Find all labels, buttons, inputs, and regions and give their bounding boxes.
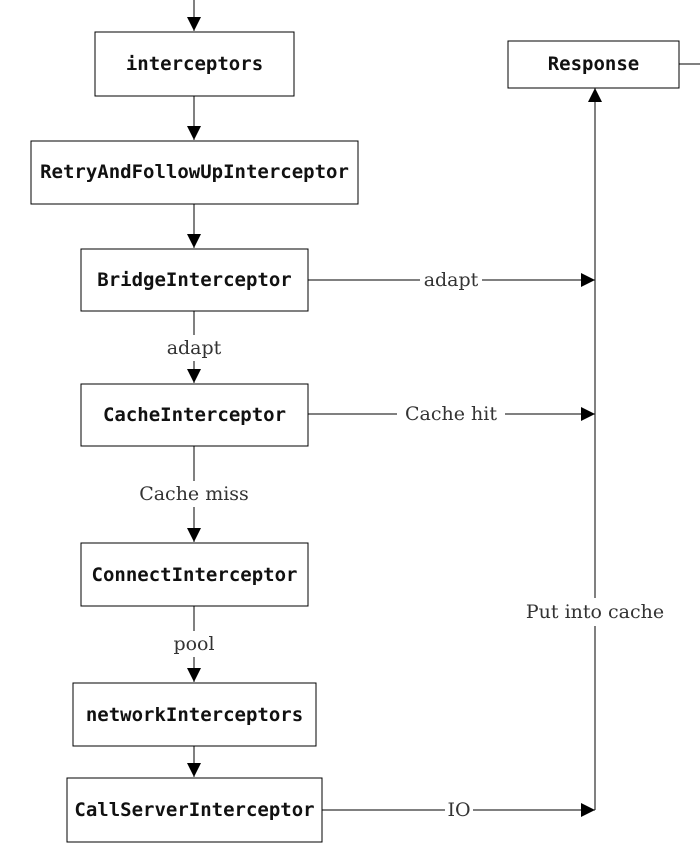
label-callserver-to-response: IO: [445, 798, 473, 822]
node-call-server-interceptor: CallServerInterceptor: [66, 777, 323, 843]
svg-text:interceptors: interceptors: [126, 53, 263, 75]
svg-text:adapt: adapt: [167, 337, 222, 359]
svg-text:Cache hit: Cache hit: [405, 403, 497, 425]
svg-text:networkInterceptors: networkInterceptors: [86, 704, 303, 726]
label-connect-to-network: pool: [166, 631, 222, 657]
node-retry-and-follow-up-interceptor: RetryAndFollowUpInterceptor: [30, 140, 359, 205]
svg-text:ConnectInterceptor: ConnectInterceptor: [92, 564, 298, 586]
node-bridge-interceptor: BridgeInterceptor: [80, 248, 309, 312]
svg-text:BridgeInterceptor: BridgeInterceptor: [97, 269, 291, 291]
label-bridge-to-cache: adapt: [160, 335, 228, 361]
svg-text:Response: Response: [548, 53, 640, 75]
label-cache-to-response: Cache hit: [397, 402, 505, 426]
svg-text:Cache miss: Cache miss: [139, 483, 249, 505]
node-connect-interceptor: ConnectInterceptor: [80, 542, 309, 607]
svg-text:Put into cache: Put into cache: [526, 601, 664, 623]
label-bridge-to-response: adapt: [420, 268, 482, 292]
svg-text:IO: IO: [447, 799, 470, 821]
svg-text:CallServerInterceptor: CallServerInterceptor: [74, 799, 314, 821]
node-cache-interceptor: CacheInterceptor: [80, 383, 309, 447]
node-interceptors: interceptors: [94, 31, 295, 97]
svg-text:CacheInterceptor: CacheInterceptor: [103, 404, 286, 426]
label-cache-to-connect: Cache miss: [133, 481, 255, 507]
label-return-path: Put into cache: [513, 598, 677, 626]
svg-text:adapt: adapt: [424, 269, 479, 291]
node-network-interceptors: networkInterceptors: [72, 682, 317, 747]
svg-text:RetryAndFollowUpInterceptor: RetryAndFollowUpInterceptor: [40, 161, 349, 183]
node-response: Response: [507, 40, 680, 89]
svg-text:pool: pool: [173, 633, 214, 655]
